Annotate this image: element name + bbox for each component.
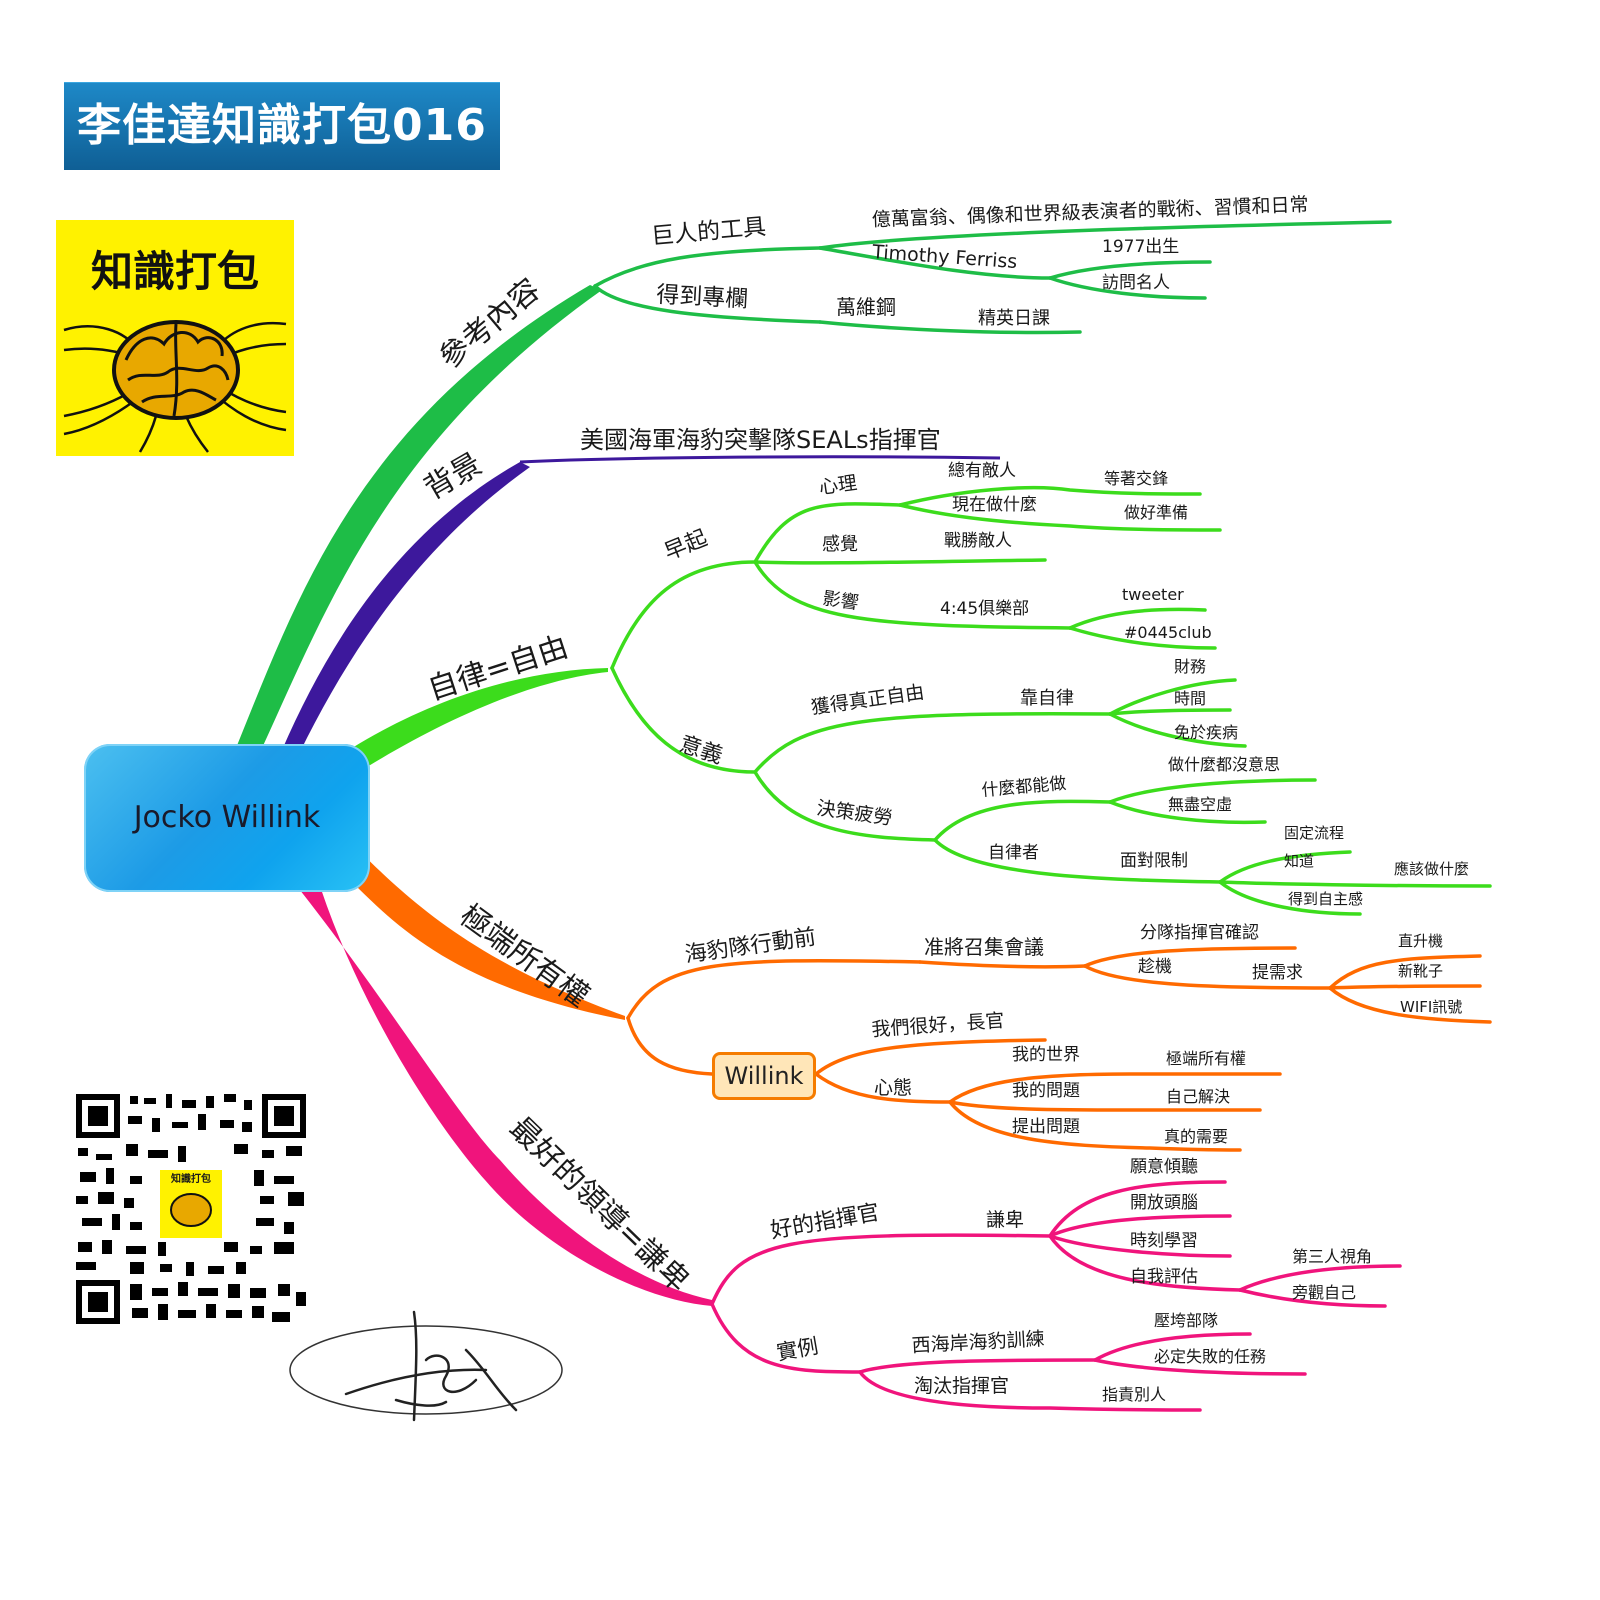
node-chance: 趁機 (1138, 957, 1172, 977)
bg-lines (519, 455, 1001, 464)
node-dedao: 得到專欄 (656, 282, 749, 313)
willink-node[interactable]: Willink (712, 1052, 816, 1100)
node-ext-own: 極端所有權 (1166, 1049, 1246, 1068)
node-eval: 自我評估 (1130, 1267, 1198, 1287)
node-time: 時間 (1174, 689, 1206, 708)
node-enemy: 總有敵人 (948, 461, 1016, 481)
qr-brain-icon (170, 1193, 212, 1227)
node-meaning: 意義 (676, 732, 726, 769)
node-raise: 提出問題 (1012, 1117, 1080, 1137)
node-true-free: 獲得真正自由 (810, 681, 926, 719)
node-meeting: 准將召集會議 (924, 935, 1044, 959)
node-example: 實例 (775, 1334, 821, 1365)
node-finance: 財務 (1174, 657, 1206, 676)
node-boring: 做什麼都沒意思 (1168, 755, 1280, 774)
logo-text: 知識打包 (90, 247, 259, 296)
main-branch-lines (236, 285, 712, 1306)
node-bg-desc: 美國海軍海豹突擊隊SEALs指揮官 (580, 426, 941, 454)
node-should: 應該做什麼 (1394, 860, 1469, 878)
node-giant-tools: 巨人的工具 (650, 214, 767, 250)
node-empty: 無盡空虛 (1168, 795, 1232, 814)
node-observe: 旁觀自己 (1292, 1283, 1356, 1302)
page-title: 李佳達知識打包016 (64, 82, 500, 170)
node-real-need: 真的需要 (1164, 1127, 1228, 1146)
node-heli: 直升機 (1398, 932, 1443, 950)
node-wan: 萬維鋼 (836, 295, 896, 319)
node-can-all: 什麼都能做 (981, 774, 1067, 801)
willink-label: Willink (724, 1062, 804, 1090)
node-blame: 指責別人 (1102, 1385, 1166, 1404)
node-routine: 固定流程 (1284, 824, 1344, 842)
qr-logo-text: 知識打包 (170, 1172, 211, 1185)
node-fail: 必定失敗的任務 (1154, 1347, 1266, 1366)
node-eliminate: 淘汰指揮官 (914, 1375, 1009, 1397)
node-by-disc: 靠自律 (1020, 688, 1074, 709)
node-hashtag: #0445club (1124, 623, 1212, 642)
node-my-prob: 我的問題 (1012, 1081, 1080, 1101)
node-self-solve: 自己解決 (1166, 1087, 1230, 1106)
node-third: 第三人視角 (1292, 1247, 1372, 1266)
node-my-world: 我的世界 (1012, 1045, 1080, 1065)
discipline-lines (610, 485, 1492, 916)
brand-logo: 知識打包 (56, 220, 294, 456)
node-open: 開放頭腦 (1130, 1193, 1198, 1213)
center-label: Jocko Willink (133, 800, 321, 835)
node-learn: 時刻學習 (1130, 1231, 1198, 1251)
ref-lines (593, 220, 1392, 335)
node-win: 戰勝敵人 (944, 531, 1012, 551)
node-humble: 謙卑 (986, 1209, 1024, 1231)
node-born: 1977出生 (1102, 237, 1179, 257)
node-feel: 感覺 (822, 534, 858, 555)
node-wifi: WIFI訊號 (1400, 998, 1462, 1016)
node-influence: 影響 (821, 588, 860, 614)
node-tweeter: tweeter (1122, 585, 1184, 604)
node-training: 西海岸海豹訓練 (911, 1328, 1045, 1357)
node-squad: 分隊指揮官確認 (1140, 923, 1259, 943)
node-disciplined: 自律者 (988, 843, 1039, 863)
node-autonomy: 得到自主感 (1288, 890, 1363, 908)
node-ready: 做好準備 (1124, 503, 1188, 522)
node-know: 知道 (1284, 852, 1314, 870)
node-listen: 願意傾聽 (1130, 1157, 1198, 1177)
node-interview: 訪問名人 (1102, 273, 1170, 293)
node-club: 4:45俱樂部 (940, 599, 1029, 619)
node-mindset: 心態 (874, 1077, 912, 1099)
node-doing: 現在做什麼 (952, 495, 1037, 515)
signature-icon (289, 1310, 563, 1422)
qr-code[interactable]: 知識打包 (74, 1092, 308, 1326)
center-node[interactable]: Jocko Willink (84, 744, 370, 892)
node-limits: 面對限制 (1120, 851, 1188, 871)
node-illness: 免於疾病 (1174, 723, 1238, 742)
leadership-lines (710, 1180, 1402, 1412)
node-boots: 新靴子 (1398, 962, 1443, 980)
brain-icon (63, 320, 287, 453)
node-wait: 等著交鋒 (1104, 469, 1168, 488)
ownership-lines (626, 946, 1492, 1152)
node-elite: 精英日課 (978, 308, 1050, 329)
node-request: 提需求 (1252, 963, 1303, 983)
node-fatigue: 決策疲勞 (815, 797, 893, 829)
node-crush: 壓垮部隊 (1154, 1311, 1218, 1330)
node-early: 早起 (661, 526, 711, 566)
node-fine: 我們很好，長官 (871, 1010, 1005, 1041)
node-mind: 心理 (818, 472, 859, 499)
